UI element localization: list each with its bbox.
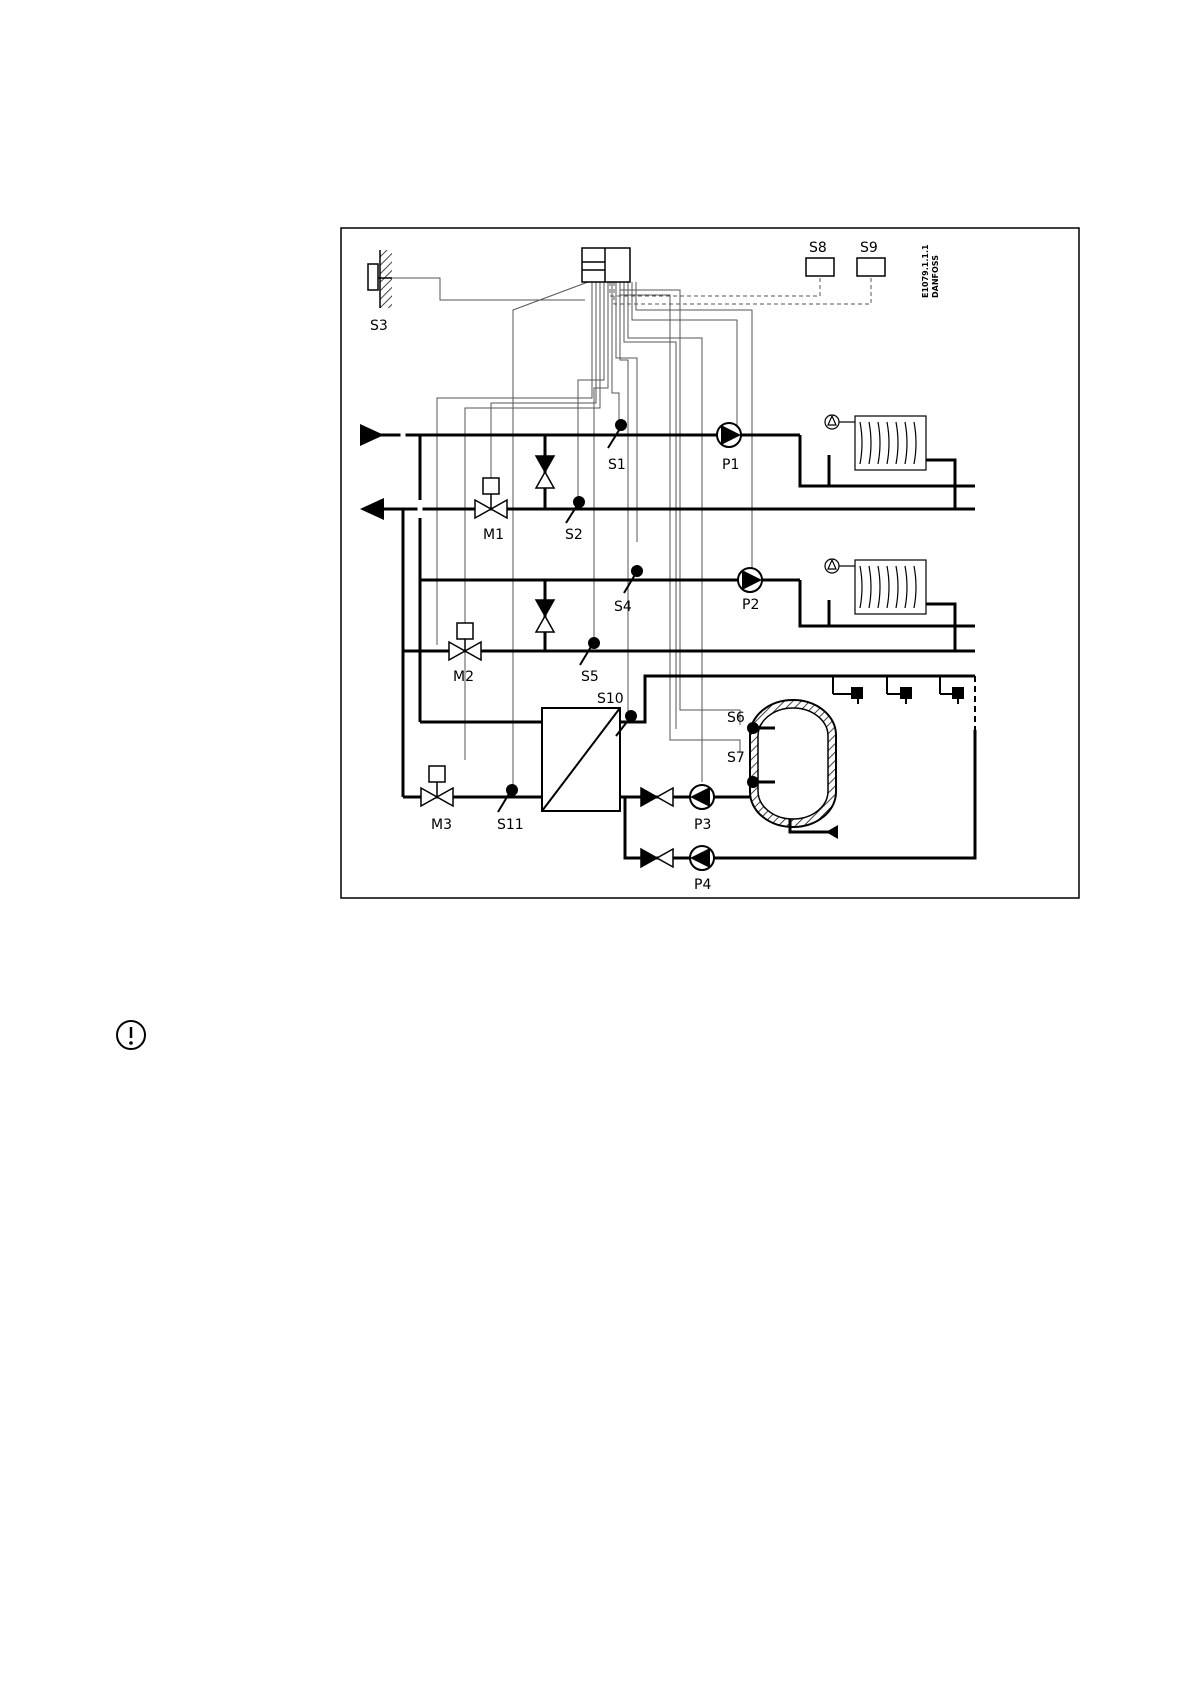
label-s9: S9 — [860, 240, 878, 256]
warning-icon — [115, 1019, 147, 1051]
drawing-code: E1079.1.1.1 — [921, 244, 930, 298]
check-valve-p3 — [641, 788, 673, 806]
check-valve-p4 — [641, 849, 673, 867]
sensor-boxes-s8-s9 — [806, 258, 885, 276]
radiator-2 — [825, 559, 926, 614]
bypass-valve-1 — [536, 456, 554, 488]
bypass-valve-2 — [536, 600, 554, 632]
heat-exchanger — [542, 708, 620, 811]
label-m1: M1 — [483, 527, 504, 543]
pump-p3 — [690, 785, 714, 809]
label-s2: S2 — [565, 527, 583, 543]
label-s7: S7 — [727, 750, 745, 766]
controller — [582, 248, 630, 282]
tap-icons — [833, 676, 963, 704]
motor-valve-m1 — [475, 478, 507, 518]
pump-p2 — [738, 568, 762, 592]
label-m2: M2 — [453, 669, 474, 685]
manufacturer-code: DANFOSS — [931, 255, 940, 298]
label-p1: P1 — [722, 457, 739, 473]
outdoor-sensor-s3 — [368, 250, 392, 308]
pump-p4 — [690, 846, 714, 870]
hot-water-tank — [750, 700, 836, 827]
supply-inlet-arrow — [360, 424, 384, 446]
dhw-return-arrow — [826, 825, 838, 839]
label-p3: P3 — [694, 817, 711, 833]
label-m3: M3 — [431, 817, 452, 833]
label-s4: S4 — [614, 599, 632, 615]
label-p4: P4 — [694, 877, 711, 893]
motor-valve-m3 — [421, 766, 453, 806]
return-outlet-arrow — [360, 498, 384, 520]
label-p2: P2 — [742, 597, 759, 613]
label-s11: S11 — [497, 817, 524, 833]
pump-p1 — [717, 423, 741, 447]
label-s10: S10 — [597, 691, 624, 707]
radiator-1 — [825, 415, 926, 470]
riser-gaps — [403, 426, 420, 518]
label-s6: S6 — [727, 710, 745, 726]
label-s5: S5 — [581, 669, 599, 685]
label-s8: S8 — [809, 240, 827, 256]
label-s3: S3 — [370, 318, 388, 334]
label-s1: S1 — [608, 457, 626, 473]
